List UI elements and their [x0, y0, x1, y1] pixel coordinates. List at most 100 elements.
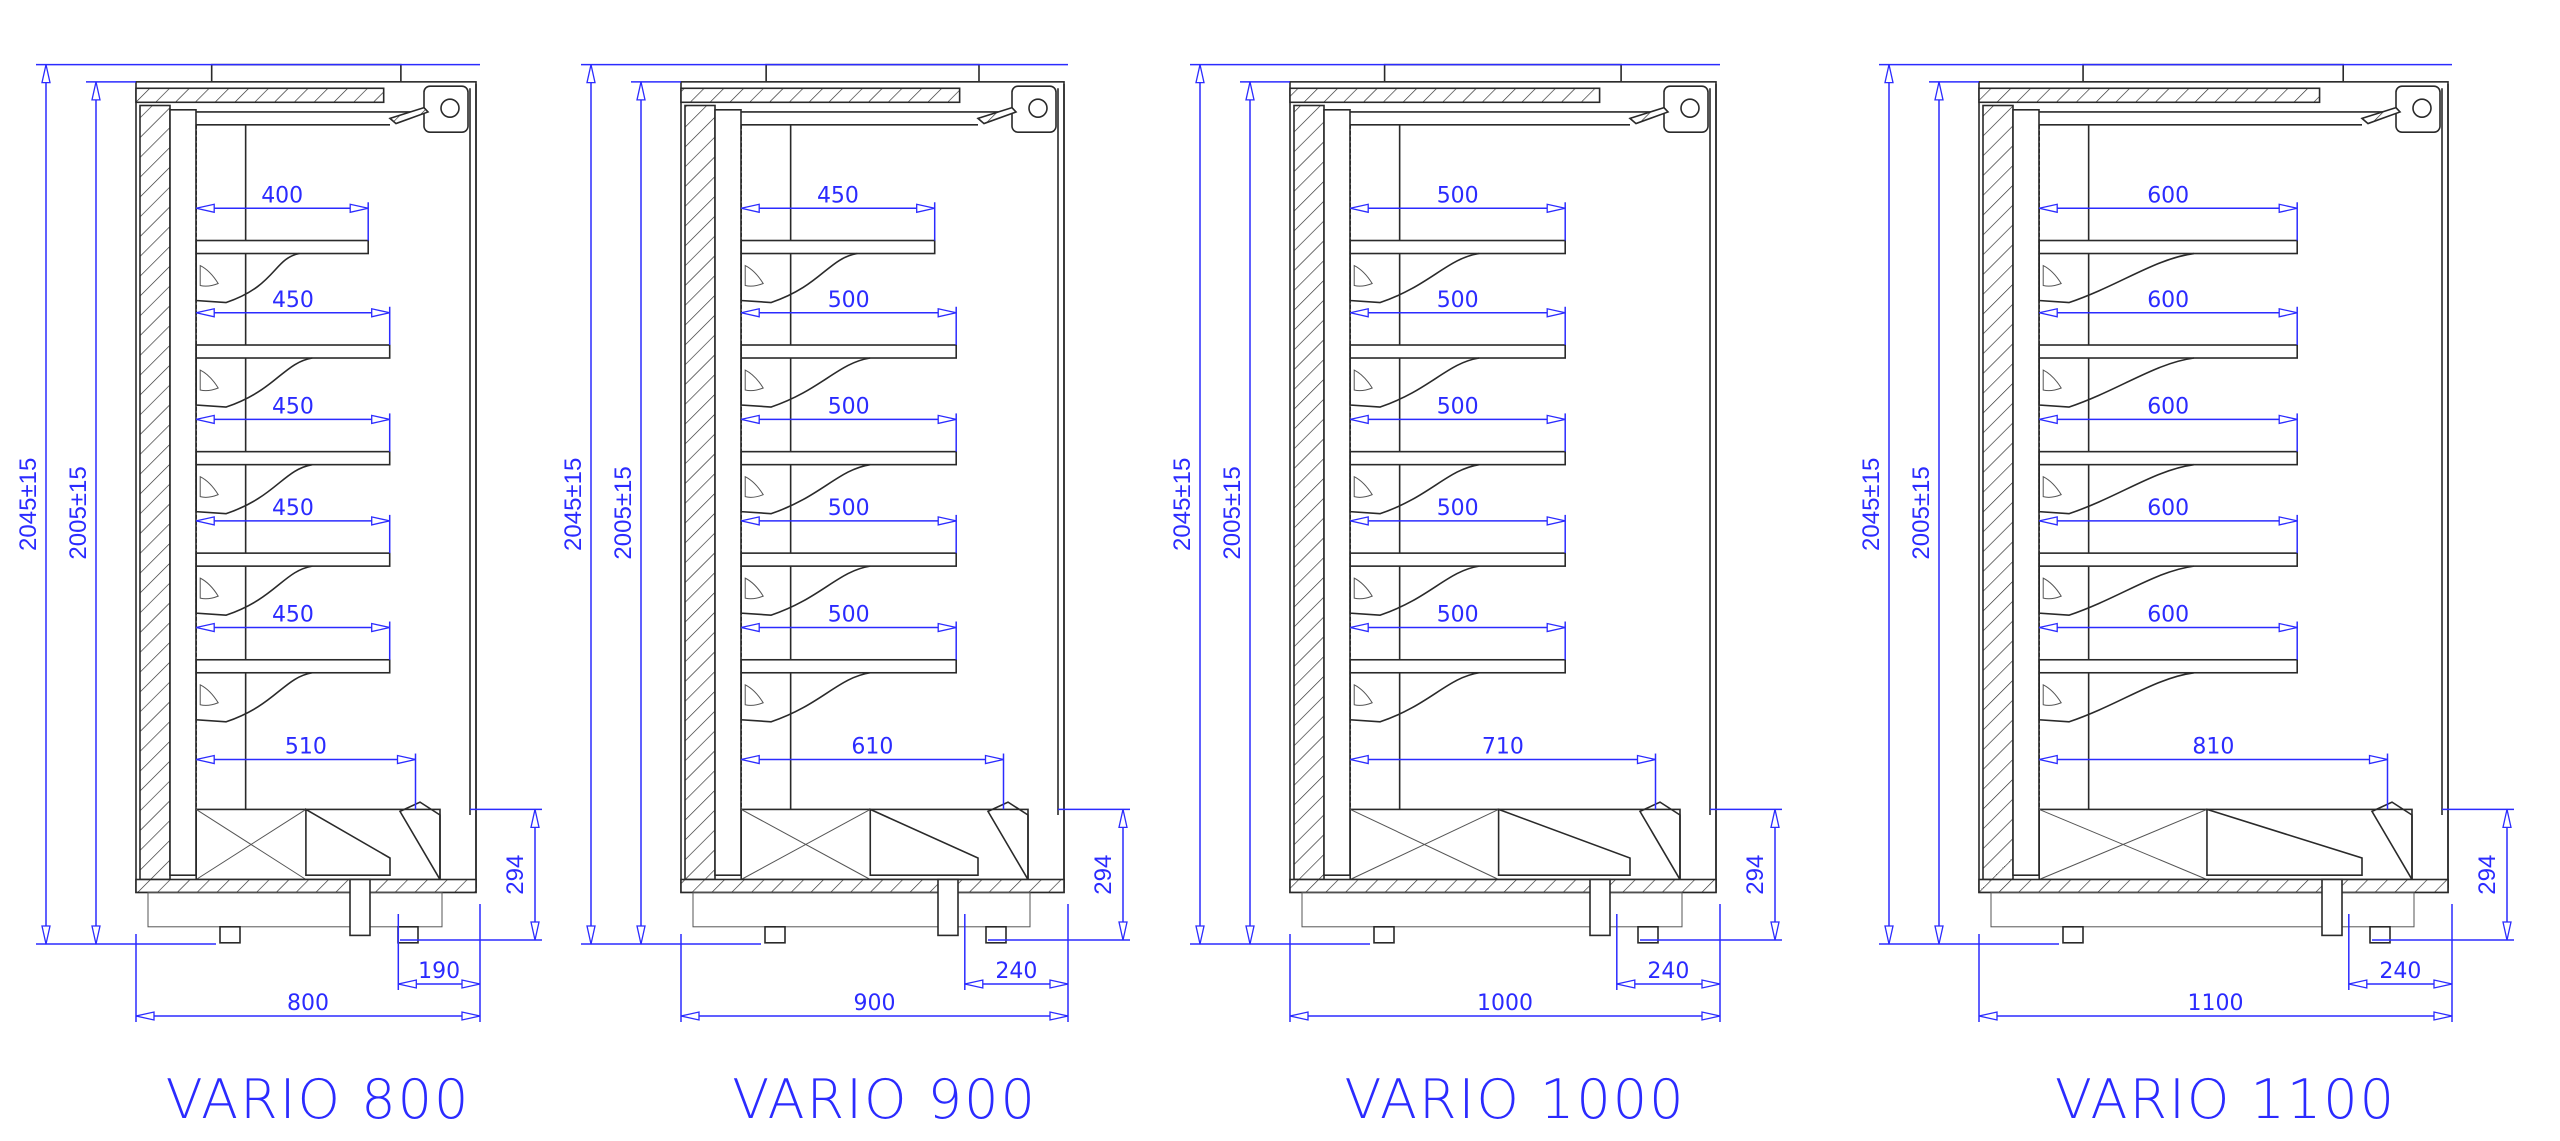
dimension-arrow — [2502, 809, 2512, 829]
model-title: VARIO 900 — [732, 1068, 1037, 1131]
dimension-label: 500 — [1437, 288, 1479, 313]
dimension-label: 900 — [854, 991, 896, 1016]
inner-height-dimension: 2005±15 — [65, 81, 101, 945]
dimension-label: 500 — [1437, 496, 1479, 521]
rear-duct-panel — [1323, 109, 1351, 877]
shelf: 500 — [1349, 496, 1566, 616]
evaporator-tank — [195, 808, 441, 881]
shelf-plate — [740, 450, 958, 466]
air-curtain-unit — [976, 85, 1057, 133]
dimension-arrow — [2433, 1011, 2453, 1021]
cabinet-outline — [1978, 63, 2449, 944]
honeycomb-housing — [1011, 85, 1057, 133]
shelf: 450 — [195, 288, 391, 408]
dimension-label: 2005±15 — [610, 466, 637, 559]
width-dimension: 900 — [680, 991, 1069, 1021]
shelf-depth-dimension: 400 — [196, 183, 369, 214]
dimension-label: 294 — [2474, 855, 2501, 895]
evaporator — [869, 808, 979, 877]
canopy-box — [765, 63, 980, 83]
rear-duct-panel — [2012, 109, 2040, 877]
price-rail-icon — [744, 475, 764, 498]
evaporator — [305, 808, 391, 877]
dimension-arrow — [196, 307, 215, 318]
rear-offset-dimension: 190 — [398, 959, 481, 989]
dimension-label: 400 — [261, 183, 303, 208]
dimension-label: 1000 — [1477, 991, 1533, 1016]
dimension-label: 510 — [285, 735, 327, 760]
foot — [219, 925, 241, 944]
foot — [764, 925, 786, 944]
shelf-depth-dimension: 450 — [196, 288, 390, 318]
dimension-label: 500 — [828, 496, 870, 521]
shelf: 500 — [740, 496, 958, 616]
width-dimension: 1000 — [1289, 991, 1721, 1021]
top-insulation — [680, 87, 961, 104]
tank-brace — [1349, 808, 1499, 880]
shelf-depth-dimension: 600 — [2039, 496, 2298, 526]
dimension-label: 2045±15 — [1169, 458, 1196, 551]
dimension-arrow — [349, 203, 369, 214]
dimension-arrow — [1701, 979, 1721, 989]
base-tank — [135, 801, 477, 944]
dimension-arrow — [1546, 203, 1566, 214]
model-title: VARIO 1100 — [2055, 1068, 2396, 1131]
model-title: VARIO 800 — [166, 1068, 471, 1131]
price-rail-icon — [2042, 577, 2062, 600]
back-wall-insulation — [1293, 104, 1325, 881]
shelf: 600 — [2038, 288, 2298, 408]
canopy-box — [2082, 63, 2345, 83]
dimension-arrow — [2502, 921, 2512, 941]
price-rail-icon — [199, 577, 219, 600]
dimension-arrow — [1350, 203, 1369, 214]
shelf-plate — [2038, 239, 2298, 255]
dimension-arrow — [964, 979, 984, 989]
dimension-label: 294 — [1742, 855, 1769, 895]
plinth — [147, 891, 443, 928]
shelf-depth-dimension: 500 — [1350, 288, 1566, 318]
model-title: VARIO 1000 — [1345, 1068, 1686, 1131]
price-rail-icon — [199, 264, 219, 287]
price-rail-icon — [2042, 683, 2062, 706]
shelf: 600 — [2038, 394, 2298, 515]
dimension-arrow — [2348, 979, 2368, 989]
dimension-arrow — [1546, 622, 1566, 633]
shelf-depth-dimension: 500 — [741, 603, 957, 633]
price-rail-icon — [2042, 369, 2062, 392]
dimension-arrow — [2039, 622, 2058, 633]
price-rail-icon — [1353, 264, 1373, 287]
dimension-arrow — [586, 64, 596, 84]
evaporator — [1497, 808, 1631, 877]
dimension-label: 190 — [418, 959, 460, 984]
rear-duct-panel — [714, 109, 742, 877]
dimension-arrow — [1546, 414, 1566, 425]
overall-height-dimension: 2045±15 — [15, 64, 51, 945]
shelf: 400 — [195, 183, 369, 304]
dimension-label: 500 — [828, 288, 870, 313]
dimension-label: 450 — [272, 394, 314, 419]
top-insulation — [1289, 87, 1601, 104]
dimension-arrow — [2278, 516, 2298, 526]
dimension-arrow — [1350, 307, 1369, 318]
dimension-arrow — [2039, 203, 2058, 214]
shelf-depth-dimension: 500 — [741, 496, 957, 526]
air-grille — [1628, 106, 1670, 125]
dimension-arrow — [2039, 516, 2058, 526]
shelf-depth-dimension: 500 — [1350, 603, 1566, 633]
shelf: 600 — [2038, 603, 2298, 723]
dimension-label: 600 — [2147, 603, 2189, 628]
base-tank — [680, 801, 1065, 944]
dimension-arrow — [2278, 622, 2298, 633]
shelf-depth-dimension: 600 — [2039, 394, 2298, 425]
shelf-plate — [740, 658, 958, 674]
dimension-label: 500 — [828, 394, 870, 419]
drain-outlet — [937, 878, 959, 937]
bottom-insulation — [680, 878, 1065, 894]
shelf: 450 — [195, 394, 391, 515]
dimension-label: 810 — [2192, 735, 2234, 760]
dimension-arrow — [1701, 1011, 1721, 1021]
price-rail-icon — [1353, 577, 1373, 600]
